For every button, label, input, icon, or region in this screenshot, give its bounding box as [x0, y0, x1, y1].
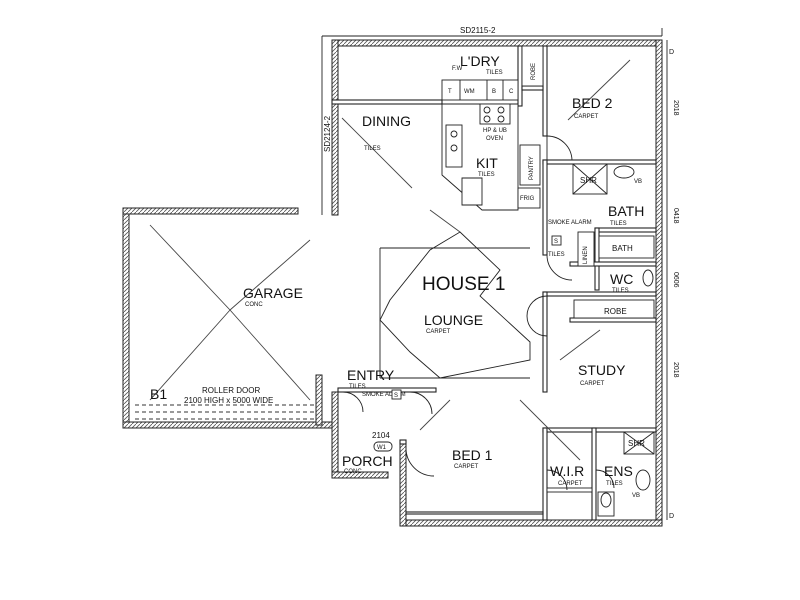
smoke-alarm-2: SMOKE ALARM — [362, 392, 406, 398]
house-label: HOUSE 1 — [422, 274, 505, 295]
room-dining-name: DINING — [362, 113, 411, 129]
laundry-t: T — [448, 89, 452, 95]
room-bed2-finish: CARPET — [574, 114, 599, 120]
room-wc-finish: TILES — [612, 288, 629, 294]
plan-notes: SMOKE ALARM S TILES SMOKE ALARM S ROLLER… — [150, 220, 592, 452]
room-ens-name: ENS — [604, 463, 633, 479]
d-mark-bottom: D — [669, 513, 674, 520]
room-ens-finish: TILES — [606, 481, 623, 487]
room-lounge-finish: CARPET — [426, 329, 451, 335]
room-kitchen-finish: TILES — [478, 172, 495, 178]
room-study-finish: CARPET — [580, 381, 605, 387]
room-garage-finish: CONC — [245, 302, 263, 308]
room-wc-name: WC — [610, 271, 633, 287]
room-porch-finish: CONC — [344, 469, 362, 475]
vb-ens-label: VB — [632, 493, 640, 499]
room-lounge-name: LOUNGE — [424, 312, 483, 328]
d-mark-top: D — [669, 49, 674, 56]
lot-label-left: SD2124-2 — [323, 115, 332, 152]
frig-label: FRIG — [520, 196, 535, 202]
lot-label-top: SD2115-2 — [460, 26, 496, 35]
smoke-alarm-1: SMOKE ALARM — [548, 220, 592, 226]
linen-label: LINEN — [583, 246, 589, 264]
robe-top-label: ROBE — [531, 63, 537, 80]
shr-ens-label: SHR — [628, 439, 645, 448]
room-bed1-name: BED 1 — [452, 447, 493, 463]
house-outer-walls — [331, 39, 663, 527]
room-bed1-finish: CARPET — [454, 464, 479, 470]
laundry-wm: WM — [464, 89, 475, 95]
edge-mark-2: 0418 — [672, 208, 679, 224]
door-swings — [342, 135, 615, 491]
garage-mark: B1 — [150, 386, 167, 402]
laundry-fw: F.W — [452, 66, 463, 72]
room-entry-name: ENTRY — [347, 367, 395, 383]
room-dining-finish: TILES — [364, 146, 381, 152]
room-entry-finish: TILES — [349, 384, 366, 390]
room-labels: L'DRY TILES DINING TILES KIT TILES BED 2… — [243, 53, 644, 487]
robe-mid-label: ROBE — [604, 307, 627, 316]
ceiling-lines — [149, 59, 631, 461]
room-garage-name: GARAGE — [243, 285, 303, 301]
garage-walls — [122, 207, 334, 429]
room-wir-finish: CARPET — [558, 481, 583, 487]
room-kitchen-name: KIT — [476, 155, 498, 171]
window-size: 2104 — [372, 431, 390, 440]
room-porch-name: PORCH — [342, 453, 393, 469]
laundry-fittings: T WM B C F.W ROBE — [441, 45, 544, 101]
pantry-label: PANTRY — [529, 156, 535, 180]
edge-mark-3: 0606 — [672, 272, 679, 288]
smoke-symbol-1-box — [551, 235, 562, 246]
smoke-symbol-1: S — [554, 239, 558, 245]
laundry-c: C — [509, 89, 514, 95]
smoke-symbol-2: S — [394, 393, 398, 399]
edge-mark-4: 2018 — [672, 362, 679, 378]
room-bath-finish: TILES — [610, 221, 627, 227]
window-code: W1 — [377, 445, 387, 451]
edge-mark-1: 2018 — [672, 100, 679, 116]
room-study-name: STUDY — [578, 362, 626, 378]
kitchen-bench: HP & UB OVEN PANTRY FRIG — [441, 103, 541, 211]
room-bath-name: BATH — [608, 203, 644, 219]
vb-bath-label: VB — [634, 179, 642, 185]
room-laundry-name: L'DRY — [460, 53, 500, 69]
shr-bath-label: SHR — [580, 176, 597, 185]
bath-fittings: SHR VB BATH LINEN ROBE — [572, 163, 655, 319]
roller-door-label-1: ROLLER DOOR — [202, 386, 260, 395]
ens-fittings: SHR VB — [546, 431, 655, 517]
lot-boundary: SD2115-2 SD2124-2 2018 0418 0606 2018 D … — [321, 26, 679, 520]
smoke-tiles: TILES — [548, 252, 565, 258]
window-code-box — [373, 441, 393, 452]
smoke-symbol-2-box — [391, 389, 402, 400]
room-bed2-name: BED 2 — [572, 95, 613, 111]
room-laundry-finish: TILES — [486, 70, 503, 76]
room-wir-name: W.I.R — [550, 463, 584, 479]
interior-walls — [331, 45, 657, 521]
roller-door-label-2: 2100 HIGH x 5000 WIDE — [184, 396, 273, 405]
bath-tub-label: BATH — [612, 244, 633, 253]
laundry-b: B — [492, 89, 496, 95]
oven-label-1: HP & UB — [483, 128, 507, 134]
oven-label-2: OVEN — [486, 136, 503, 142]
